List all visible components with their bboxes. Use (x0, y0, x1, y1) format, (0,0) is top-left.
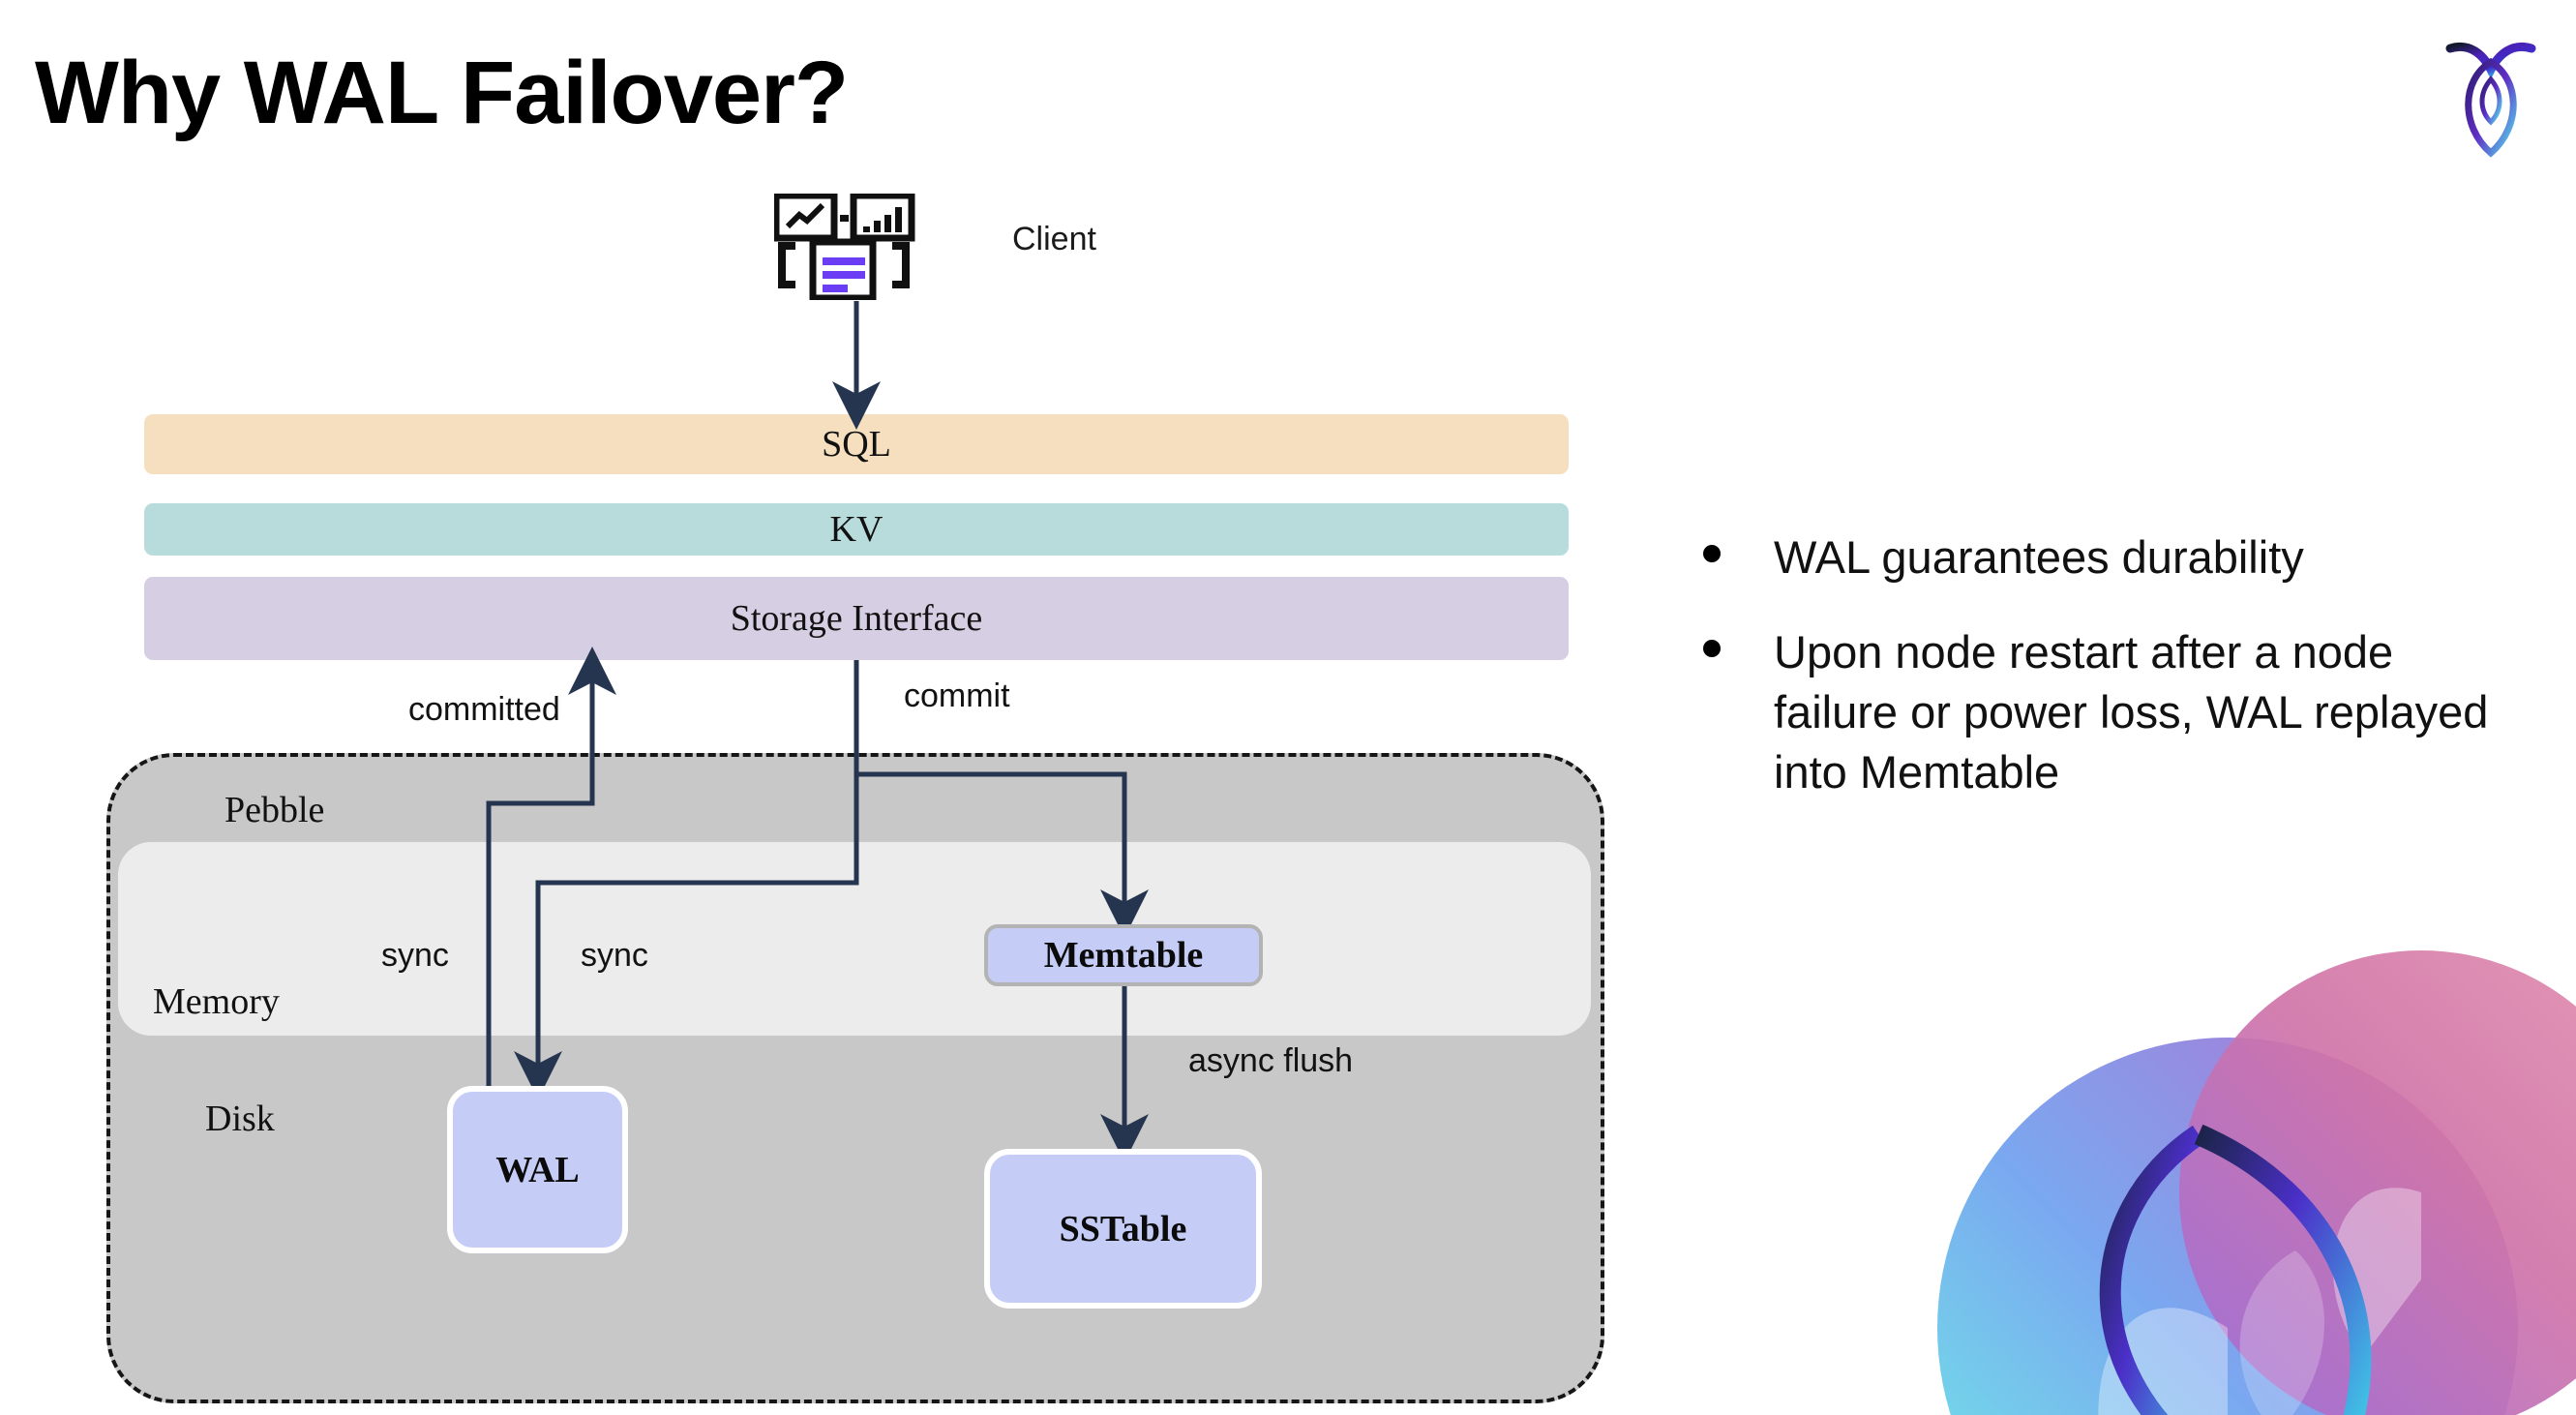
edge-label-sync-b: sync (581, 937, 648, 974)
edge-label-sync-a: sync (381, 937, 449, 974)
node-sstable-label: SSTable (1059, 1208, 1187, 1249)
bullet-dot-icon (1703, 545, 1721, 562)
edge-label-commit: commit (904, 677, 1010, 714)
node-memtable-label: Memtable (1043, 935, 1204, 976)
bullet-dot-icon (1703, 640, 1721, 658)
layer-sql-label: SQL (822, 424, 891, 465)
edge-label-async-flush: async flush (1188, 1042, 1354, 1079)
layer-kv: KV (144, 503, 1569, 556)
cockroachdb-gradient-art (1879, 873, 2576, 1415)
memory-label: Memory (153, 981, 280, 1022)
cockroachdb-logo (2441, 33, 2541, 159)
layer-storage-label: Storage Interface (730, 598, 983, 639)
client-dashboard-icon (772, 192, 924, 302)
page-title: Why WAL Failover? (35, 44, 849, 142)
node-wal-label: WAL (495, 1149, 580, 1190)
list-item: WAL guarantees durability (1703, 527, 2516, 587)
layer-storage-interface: Storage Interface (144, 577, 1569, 660)
disk-label: Disk (205, 1099, 275, 1139)
edge-label-committed: committed (408, 691, 560, 728)
bullet-text: Upon node restart after a node failure o… (1774, 626, 2489, 798)
node-sstable: SSTable (984, 1149, 1262, 1309)
memory-container (118, 842, 1591, 1036)
bullet-text: WAL guarantees durability (1774, 531, 2304, 583)
list-item: Upon node restart after a node failure o… (1703, 622, 2516, 802)
layer-kv-label: KV (829, 509, 884, 550)
node-memtable: Memtable (984, 924, 1263, 986)
layer-sql: SQL (144, 414, 1569, 474)
bullet-list: WAL guarantees durability Upon node rest… (1703, 527, 2516, 837)
node-wal: WAL (447, 1086, 628, 1253)
client-label: Client (1012, 221, 1096, 257)
pebble-label: Pebble (225, 790, 325, 830)
